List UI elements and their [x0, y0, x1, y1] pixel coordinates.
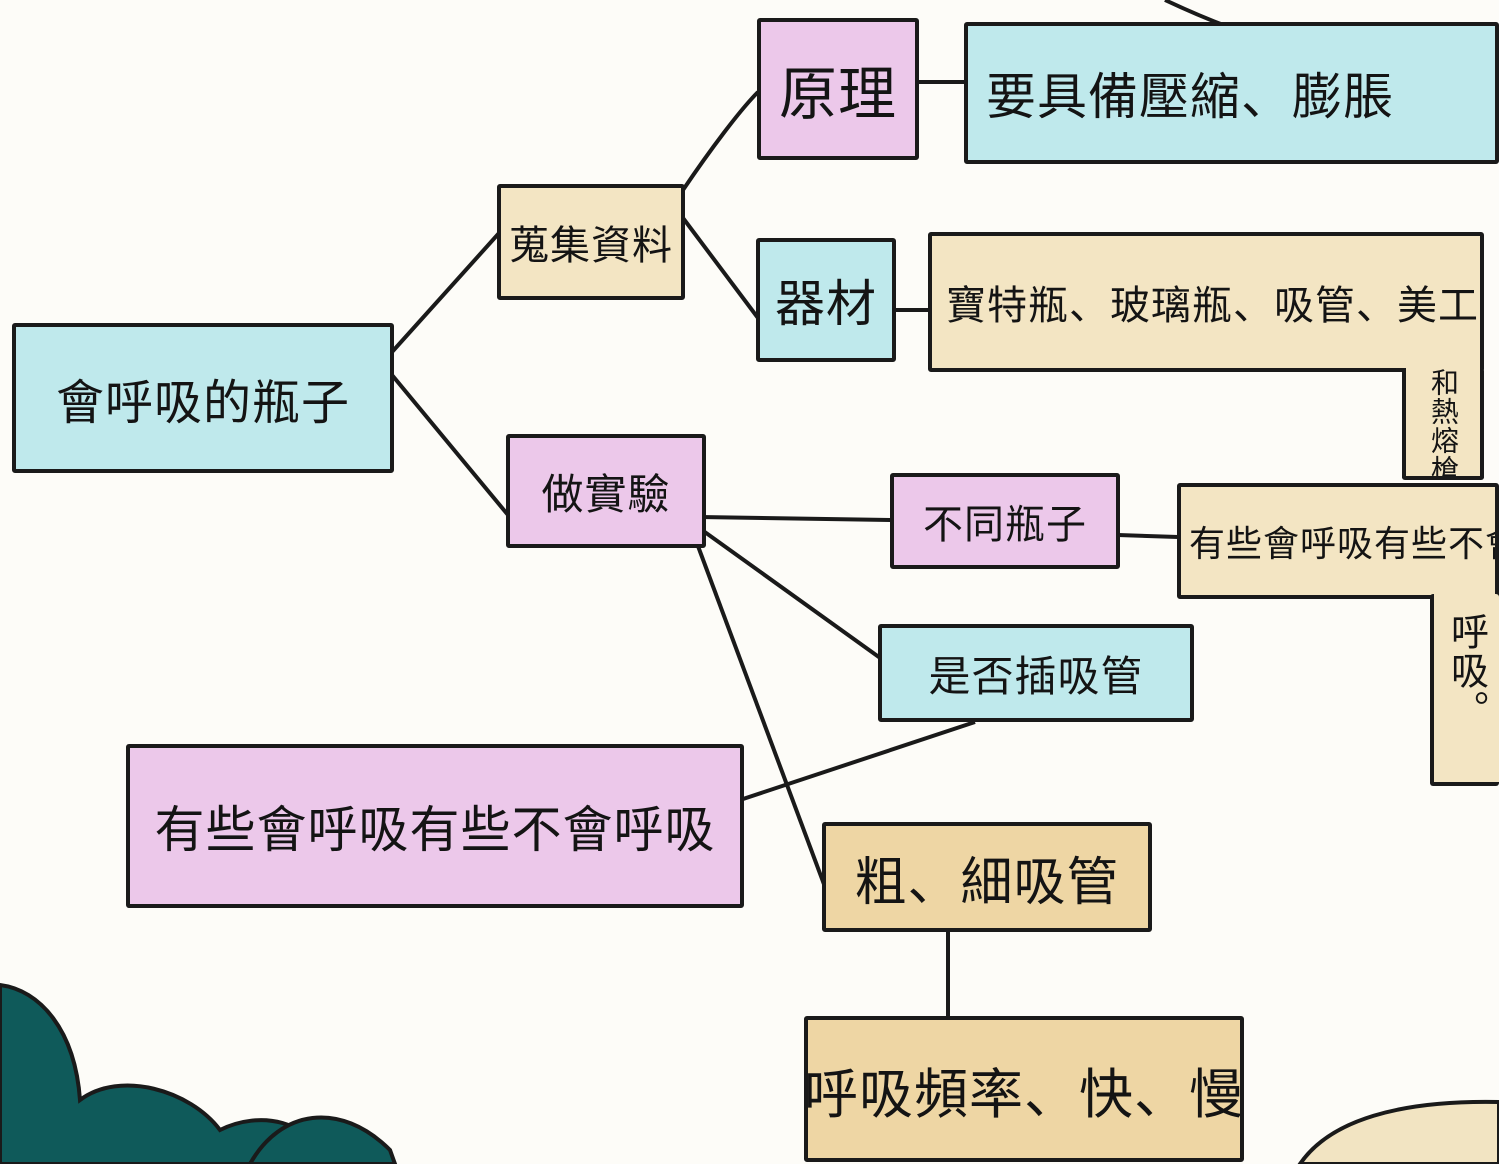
bottles-result-vertical-label: 呼吸。 — [1444, 612, 1489, 729]
connector-lines — [390, 80, 1179, 1020]
experiment-node: 做實驗 — [506, 434, 706, 548]
insert-straw-result-label: 有些會呼吸有些不會呼吸 — [154, 801, 716, 859]
equipment-detail-node: 寶特瓶、玻璃瓶、吸管、美工刀 — [928, 232, 1484, 372]
collect-data-node: 蒐集資料 — [497, 184, 685, 300]
root-node: 會呼吸的瓶子 — [12, 323, 394, 473]
root-node-label: 會呼吸的瓶子 — [55, 375, 350, 431]
principle-detail-node: 要具備壓縮、膨脹 — [964, 22, 1499, 164]
different-bottles-node: 不同瓶子 — [890, 473, 1120, 569]
orange-blob-icon — [1297, 1099, 1499, 1164]
teal-cloud-icon — [0, 982, 398, 1164]
equipment-node: 器材 — [756, 238, 896, 362]
equipment-label: 器材 — [775, 275, 877, 333]
straw-size-result-node: 呼吸頻率、快、慢 — [804, 1016, 1244, 1162]
equipment-detail-vertical-label: 和熱熔槍 — [1427, 368, 1460, 480]
bottles-result-label: 有些會呼吸有些不會 — [1189, 524, 1499, 565]
equipment-detail-label: 寶特瓶、玻璃瓶、吸管、美工刀 — [946, 283, 1484, 329]
insert-straw-node: 是否插吸管 — [878, 624, 1194, 722]
insert-straw-label: 是否插吸管 — [928, 651, 1144, 701]
collect-data-label: 蒐集資料 — [509, 223, 673, 269]
different-bottles-label: 不同瓶子 — [923, 502, 1087, 548]
principle-node: 原理 — [757, 18, 919, 160]
insert-straw-result-node: 有些會呼吸有些不會呼吸 — [126, 744, 744, 908]
bottles-result-extension: 呼吸。 — [1430, 594, 1499, 786]
straw-size-result-label: 呼吸頻率、快、慢 — [804, 1062, 1244, 1126]
bottles-result-node: 有些會呼吸有些不會 — [1177, 483, 1499, 599]
straw-size-node: 粗、細吸管 — [822, 822, 1152, 932]
experiment-label: 做實驗 — [541, 469, 671, 519]
straw-size-label: 粗、細吸管 — [854, 852, 1120, 913]
principle-label: 原理 — [778, 60, 897, 128]
equipment-detail-extension: 和熱熔槍 — [1402, 368, 1484, 480]
principle-detail-label: 要具備壓縮、膨脹 — [986, 68, 1394, 126]
